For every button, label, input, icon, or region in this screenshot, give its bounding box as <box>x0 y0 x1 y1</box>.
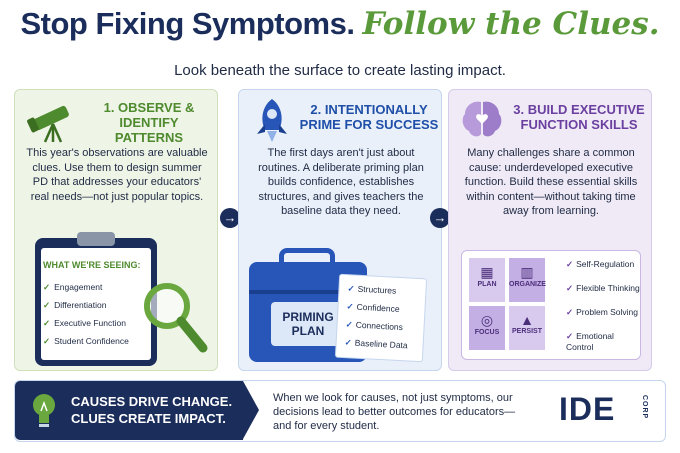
arrow-right-icon: → <box>430 208 450 228</box>
list-item: ✓Engagement <box>43 282 103 292</box>
check-icon: ✓ <box>43 282 51 292</box>
arrow-right-icon: → <box>220 208 240 228</box>
check-icon: ✓ <box>43 336 51 346</box>
title-primary: Stop Fixing Symptoms. <box>20 6 355 41</box>
calendar-icon: ▦ <box>480 264 494 280</box>
lightbulb-icon <box>33 394 55 427</box>
magnifier-icon <box>144 283 208 353</box>
card-prime: 2. INTENTIONALLY PRIME FOR SUCCESS The f… <box>238 89 442 371</box>
card-body: The first days aren't just about routine… <box>258 147 424 217</box>
toolbox-lid <box>249 290 367 294</box>
clipboard-clip <box>77 232 115 246</box>
puzzle-panel: ▦PLAN ▥ORGANIZE ◎FOCUS ▲PERSIST ✓Self-Re… <box>461 250 641 360</box>
list-item: ✓Flexible Thinking <box>566 283 640 293</box>
list-item: ✓Emotional Control <box>566 331 614 352</box>
banner-headline: CAUSES DRIVE CHANGE. CLUES CREATE IMPACT… <box>71 394 233 426</box>
check-icon: ✓ <box>347 283 355 294</box>
company-logo: IDE <box>559 391 616 427</box>
card-title: 2. INTENTIONALLY PRIME FOR SUCCESS <box>299 102 439 132</box>
card-title: 1. OBSERVE & IDENTIFY PATTERNS <box>103 100 195 145</box>
telescope-icon <box>27 105 69 143</box>
banner-arrow-tip <box>243 381 259 439</box>
card-observe: 1. OBSERVE & IDENTIFY PATTERNS This year… <box>14 89 218 371</box>
list-item: ✓Student Confidence <box>43 336 129 346</box>
check-icon: ✓ <box>566 259 574 269</box>
card-body: This year's observations are valuable cl… <box>26 147 208 203</box>
puzzle-piece: ▦PLAN <box>468 257 506 303</box>
check-icon: ✓ <box>43 318 51 328</box>
toolbox-handle <box>279 248 335 266</box>
mountain-flag-icon: ▲ <box>520 312 534 328</box>
list-item: ✓Problem Solving <box>566 307 639 317</box>
list-item: ✓Connections <box>345 319 404 333</box>
target-icon: ◎ <box>480 312 494 328</box>
card-build: 3. BUILD EXECUTIVE FUNCTION SKILLS Many … <box>448 89 652 371</box>
clipboard: WHAT WE'RE SEEING: ✓Engagement ✓Differen… <box>35 232 157 366</box>
list-item: ✓Baseline Data <box>344 337 408 351</box>
clipboard-heading: WHAT WE'RE SEEING: <box>43 260 141 270</box>
check-icon: ✓ <box>566 307 574 317</box>
list-item: ✓Self-Regulation <box>566 259 635 269</box>
list-item: ✓Differentiation <box>43 300 107 310</box>
page-subtitle: Look beneath the surface to create lasti… <box>174 62 506 79</box>
puzzle-piece: ▲PERSIST <box>508 305 546 351</box>
list-item: ✓Executive Function <box>43 318 126 328</box>
check-icon: ✓ <box>566 283 574 293</box>
card-title: 3. BUILD EXECUTIVE FUNCTION SKILLS <box>513 102 645 132</box>
bottom-banner: CAUSES DRIVE CHANGE. CLUES CREATE IMPACT… <box>14 380 666 442</box>
check-icon: ✓ <box>346 301 354 312</box>
company-logo-sub: CORP <box>641 395 648 420</box>
rocket-icon <box>257 99 287 142</box>
toolbox-label: PRIMING PLAN <box>271 302 345 346</box>
folders-icon: ▥ <box>520 264 534 280</box>
list-item: ✓Structures <box>347 283 397 296</box>
check-icon: ✓ <box>566 331 574 341</box>
puzzle-piece: ◎FOCUS <box>468 305 506 351</box>
puzzle-piece: ▥ORGANIZE <box>508 257 546 303</box>
banner-headline-panel: CAUSES DRIVE CHANGE. CLUES CREATE IMPACT… <box>15 381 243 440</box>
list-item: ✓Confidence <box>346 301 400 314</box>
title-accent: Follow the Clues. <box>362 6 660 42</box>
brain-icon <box>462 101 502 137</box>
clipboard-paper <box>41 248 151 360</box>
check-icon: ✓ <box>344 337 353 348</box>
check-icon: ✓ <box>345 319 354 330</box>
page-title: Stop Fixing Symptoms.Follow the Clues. <box>0 6 680 42</box>
banner-message: When we look for causes, not just sympto… <box>273 392 516 432</box>
check-icon: ✓ <box>43 300 51 310</box>
card-body: Many challenges share a common cause: un… <box>464 147 638 217</box>
checklist-note: ✓Structures ✓Confidence ✓Connections ✓Ba… <box>334 273 428 363</box>
